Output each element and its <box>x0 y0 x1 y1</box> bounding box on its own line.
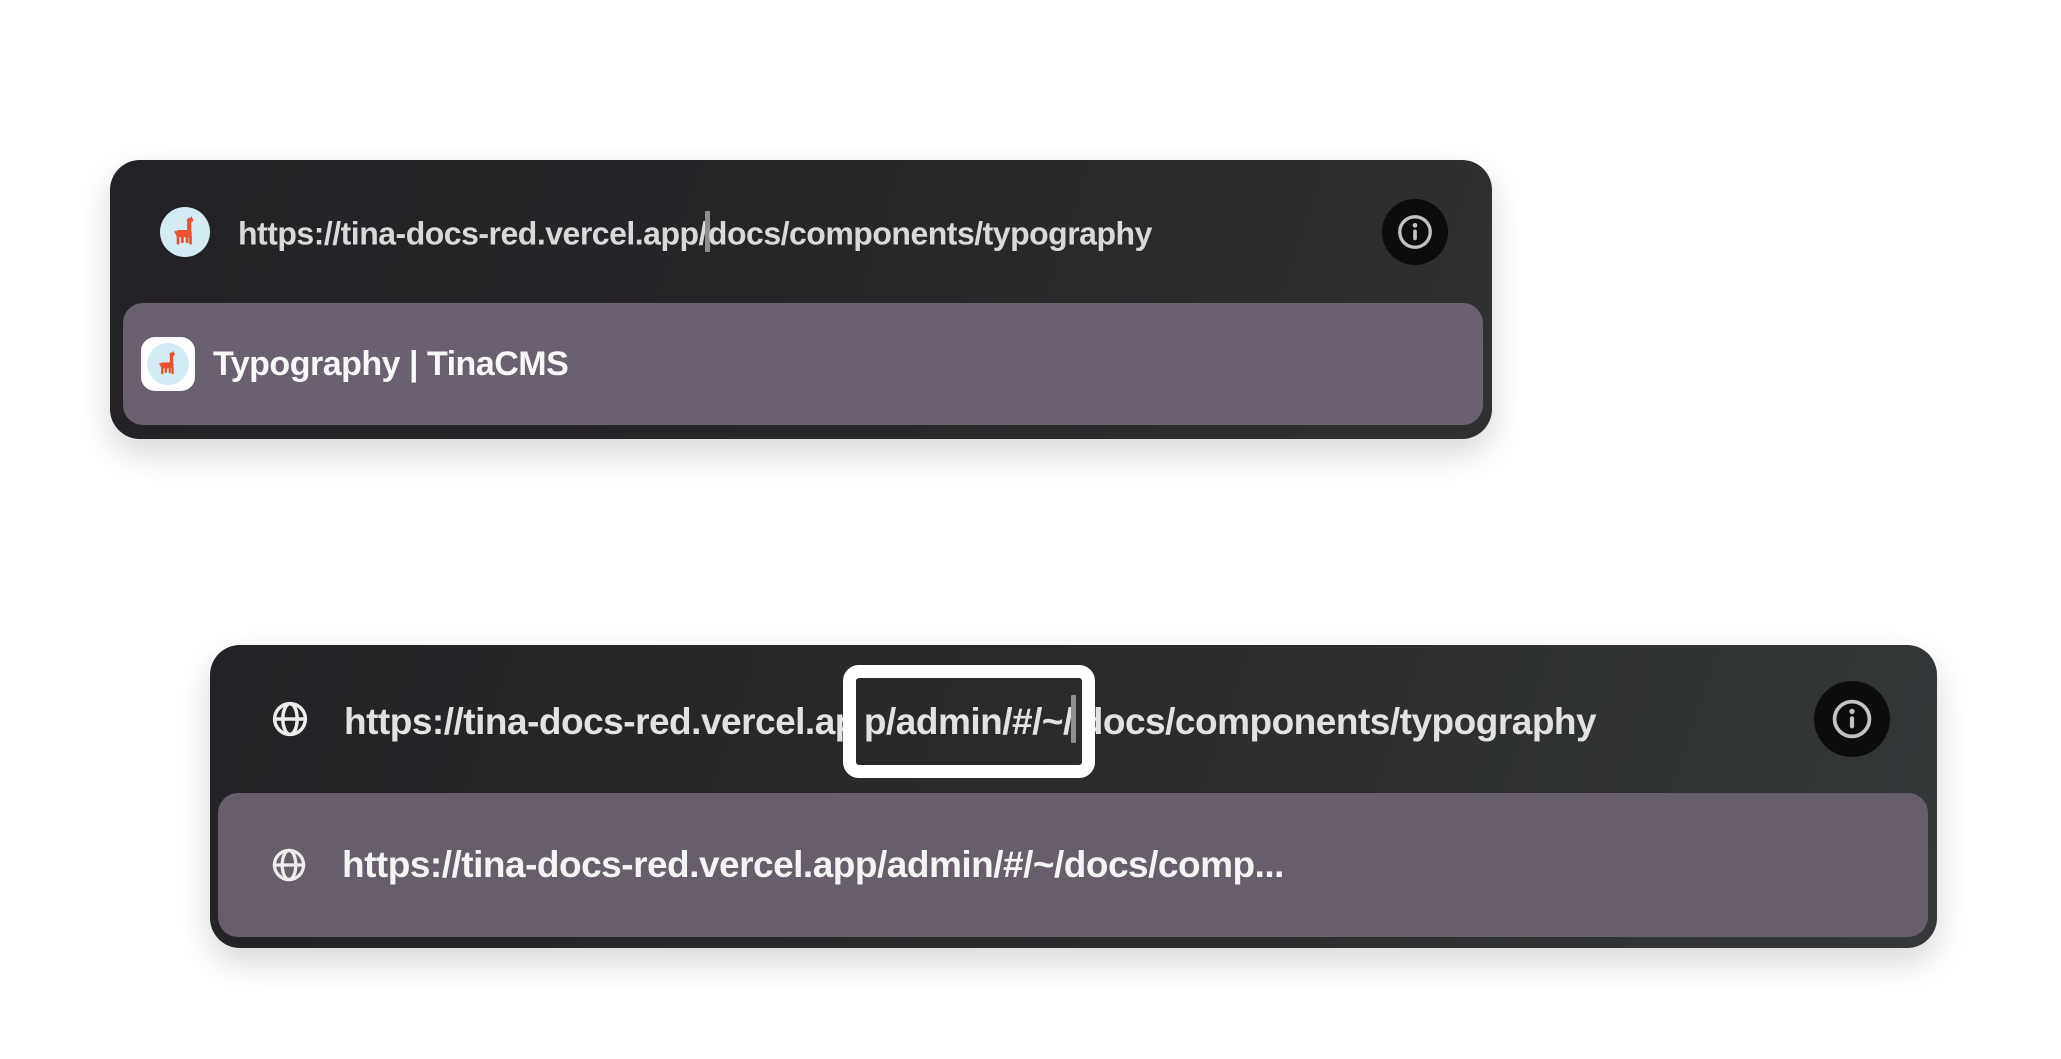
suggestion-label: https://tina-docs-red.vercel.app/admin/#… <box>342 844 1284 885</box>
info-button[interactable] <box>1382 198 1448 265</box>
url-segment-post: docs/components/typography <box>1080 700 1597 742</box>
url-segment-pre: https://tina-docs-red.vercel.ap <box>344 700 857 742</box>
info-icon <box>1832 699 1872 739</box>
text-caret <box>1070 694 1076 744</box>
url-segment-after-caret: docs/components/typography <box>707 215 1152 252</box>
url-text: https://tina-docs-red.vercel.app/docs/co… <box>238 210 1152 253</box>
info-button[interactable] <box>1814 681 1890 757</box>
selection-highlight-box: p/admin/#/~/ <box>842 664 1095 778</box>
address-bar-popover-top: https://tina-docs-red.vercel.app/docs/co… <box>110 160 1492 439</box>
suggestion-row[interactable]: Typography | TinaCMS <box>123 303 1483 425</box>
suggestion-label: Typography | TinaCMS <box>213 344 569 383</box>
url-segment-boxed: p/admin/#/~/ <box>863 700 1073 742</box>
globe-icon <box>270 699 310 739</box>
info-icon <box>1398 214 1432 249</box>
tinacms-favicon-tile-icon <box>141 337 195 391</box>
suggestion-row[interactable]: https://tina-docs-red.vercel.app/admin/#… <box>218 793 1928 937</box>
text-caret <box>704 210 710 253</box>
tinacms-favicon-icon <box>160 206 210 257</box>
url-segment-before-caret: https://tina-docs-red.vercel.app/ <box>238 215 707 252</box>
globe-icon <box>270 846 308 884</box>
address-bar[interactable]: https://tina-docs-red.vercel.app/docs/co… <box>110 160 1492 303</box>
